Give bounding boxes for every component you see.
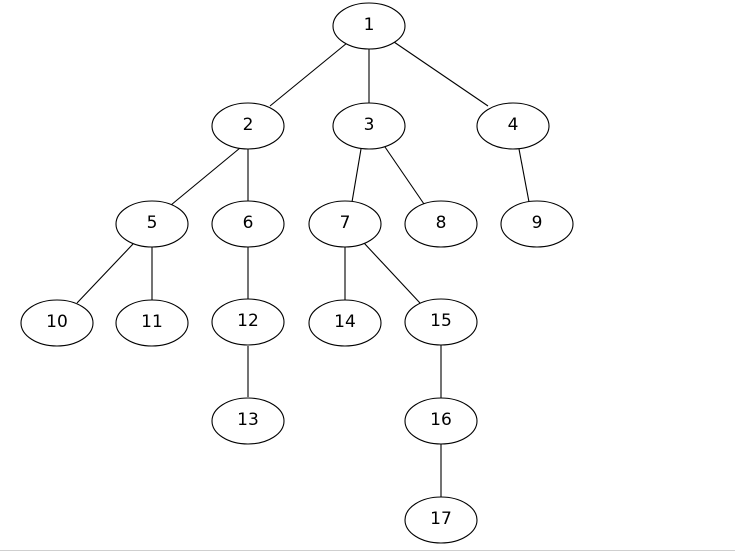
node-3: 3	[332, 102, 406, 150]
node-12-label: 12	[237, 311, 259, 331]
node-7: 7	[308, 200, 382, 248]
edges-layer	[76, 41, 530, 497]
node-15: 15	[404, 298, 478, 346]
node-16-ellipse	[404, 397, 478, 445]
node-6-label: 6	[243, 213, 254, 233]
node-17-label: 17	[430, 509, 452, 529]
node-15-ellipse	[404, 298, 478, 346]
node-7-ellipse	[308, 200, 382, 248]
node-17: 17	[404, 496, 478, 544]
node-16-label: 16	[430, 410, 452, 430]
node-14: 14	[308, 299, 382, 347]
node-12: 12	[211, 298, 285, 346]
node-8-label: 8	[436, 213, 447, 233]
node-15-label: 15	[430, 311, 452, 331]
edge-5-10	[76, 243, 134, 304]
edge-2-5	[170, 147, 241, 206]
node-14-ellipse	[308, 299, 382, 347]
node-6: 6	[211, 200, 285, 248]
node-2: 2	[211, 102, 285, 150]
node-1-ellipse	[332, 2, 406, 50]
node-10-ellipse	[20, 299, 94, 347]
node-2-ellipse	[211, 102, 285, 150]
node-1-label: 1	[364, 15, 375, 35]
node-12-ellipse	[211, 298, 285, 346]
node-4: 4	[476, 102, 550, 150]
node-11-ellipse	[115, 299, 189, 347]
node-7-label: 7	[340, 213, 351, 233]
node-14-label: 14	[334, 312, 356, 332]
node-9-label: 9	[532, 213, 543, 233]
node-4-label: 4	[508, 115, 519, 135]
nodes-layer: 1 2 3 4 5 6 7 8	[20, 2, 574, 544]
node-11-label: 11	[141, 312, 163, 332]
node-5: 5	[115, 200, 189, 248]
node-13-label: 13	[237, 410, 259, 430]
node-10-label: 10	[46, 312, 68, 332]
edge-7-15	[363, 242, 421, 304]
node-3-ellipse	[332, 102, 406, 150]
node-10: 10	[20, 299, 94, 347]
node-17-ellipse	[404, 496, 478, 544]
edge-4-9	[518, 148, 530, 203]
node-9: 9	[500, 200, 574, 248]
bottom-divider	[0, 550, 735, 551]
node-9-ellipse	[500, 200, 574, 248]
node-13-ellipse	[211, 397, 285, 445]
node-8-ellipse	[404, 200, 478, 248]
edge-1-2	[269, 42, 348, 107]
node-5-ellipse	[115, 200, 189, 248]
node-1: 1	[332, 2, 406, 50]
edge-3-7	[351, 148, 362, 203]
node-3-label: 3	[364, 115, 375, 135]
node-6-ellipse	[211, 200, 285, 248]
node-8: 8	[404, 200, 478, 248]
node-4-ellipse	[476, 102, 550, 150]
edge-1-4	[393, 41, 489, 107]
node-11: 11	[115, 299, 189, 347]
node-16: 16	[404, 397, 478, 445]
node-2-label: 2	[243, 115, 254, 135]
edge-3-8	[384, 146, 425, 205]
node-13: 13	[211, 397, 285, 445]
node-5-label: 5	[147, 213, 158, 233]
